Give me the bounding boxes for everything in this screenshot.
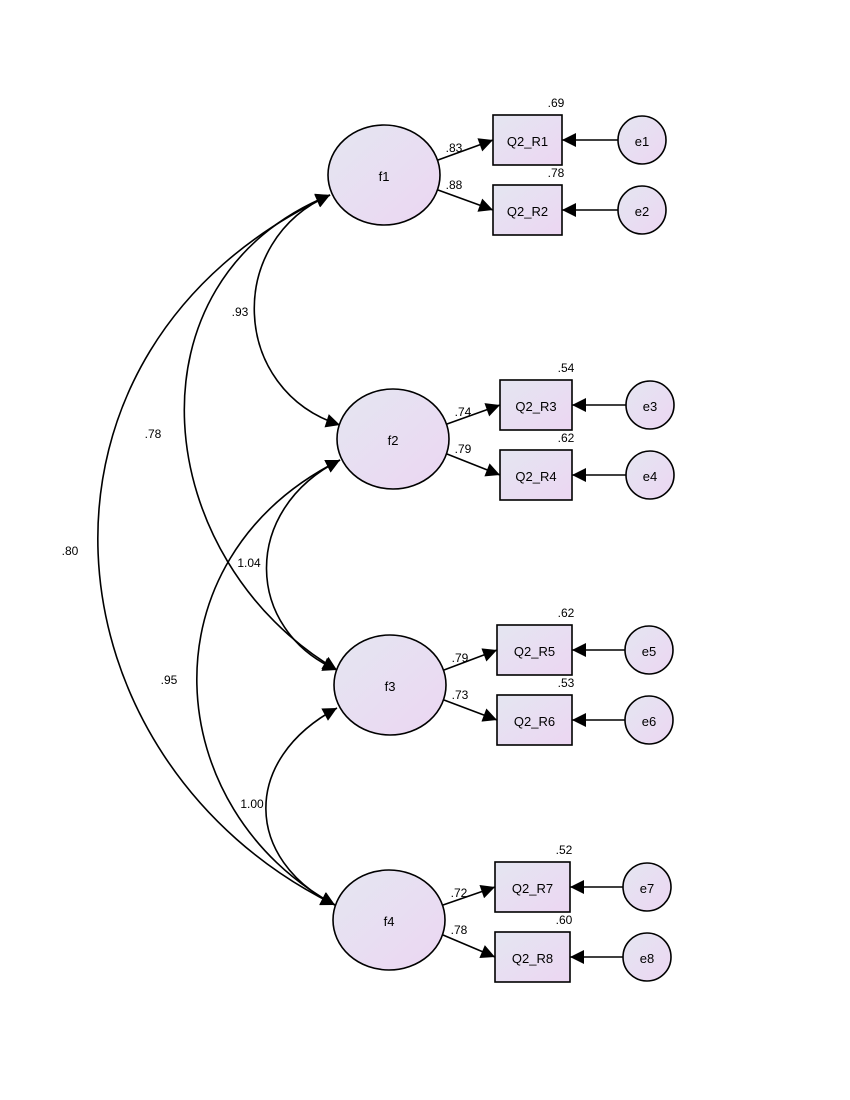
covariance-arrow-f2-f3 <box>265 459 341 671</box>
error-label: e2 <box>635 204 649 219</box>
error-label: e3 <box>643 399 657 414</box>
r-squared-label: .60 <box>556 913 573 927</box>
error-circle <box>624 695 674 745</box>
indicator-box <box>494 931 571 983</box>
indicator-Q2_R4: Q2_R4 <box>499 449 573 501</box>
loading-arrow <box>442 934 496 958</box>
indicator-label: Q2_R3 <box>515 399 556 414</box>
error-e6: e6 <box>624 695 674 745</box>
indicator-label: Q2_R2 <box>507 204 548 219</box>
error-circle <box>622 862 672 912</box>
r-squared-label: .62 <box>558 606 575 620</box>
error-label: e1 <box>635 134 649 149</box>
loading-arrow <box>437 138 494 161</box>
covariance-arrow-f1-f2 <box>253 194 341 428</box>
error-e7: e7 <box>622 862 672 912</box>
loading-label: .73 <box>452 688 469 702</box>
indicator-Q2_R1: Q2_R1 <box>492 114 563 166</box>
factor-f2: f2 <box>336 388 450 490</box>
indicator-box <box>492 114 563 166</box>
covariance-label: .78 <box>145 427 162 441</box>
error-label: e8 <box>640 951 654 966</box>
error-e1: e1 <box>617 115 667 165</box>
loading-arrow <box>437 189 494 212</box>
covariance-label: .80 <box>62 544 79 558</box>
factor-label: f2 <box>388 433 399 448</box>
r-squared-label: .52 <box>556 843 573 857</box>
error-circle <box>622 932 672 982</box>
error-circle <box>625 380 675 430</box>
indicator-Q2_R2: Q2_R2 <box>492 184 563 236</box>
r-squared-label: .78 <box>548 166 565 180</box>
factor-label: f4 <box>384 914 395 929</box>
loading-arrow <box>443 699 498 722</box>
factor-ellipse <box>336 388 450 490</box>
covariance-label: .95 <box>161 673 178 687</box>
indicator-box <box>492 184 563 236</box>
error-label: e7 <box>640 881 654 896</box>
indicator-label: Q2_R1 <box>507 134 548 149</box>
loading-label: .88 <box>446 178 463 192</box>
factor-ellipse <box>327 124 441 226</box>
factor-label: f3 <box>385 679 396 694</box>
error-label: e4 <box>643 469 657 484</box>
factor-ellipse <box>332 869 446 971</box>
r-squared-label: .53 <box>558 676 575 690</box>
covariance-arrow-f2-f4 <box>196 459 341 906</box>
error-label: e6 <box>642 714 656 729</box>
covariance-label: .93 <box>232 305 249 319</box>
loading-arrow <box>446 403 501 425</box>
loading-arrow <box>443 648 498 671</box>
covariance-arrow-f1-f3 <box>183 193 338 671</box>
factor-f3: f3 <box>333 634 447 736</box>
error-circle <box>617 115 667 165</box>
error-circle <box>617 185 667 235</box>
indicator-box <box>499 449 573 501</box>
indicator-Q2_R3: Q2_R3 <box>499 379 573 431</box>
indicator-label: Q2_R4 <box>515 469 556 484</box>
indicator-label: Q2_R5 <box>514 644 555 659</box>
loading-label: .72 <box>451 886 468 900</box>
error-circle <box>624 625 674 675</box>
indicator-Q2_R7: Q2_R7 <box>494 861 571 913</box>
covariance-arrow-f1-f4 <box>97 194 336 906</box>
indicator-label: Q2_R6 <box>514 714 555 729</box>
error-e2: e2 <box>617 185 667 235</box>
covariance-label: 1.04 <box>237 556 261 570</box>
r-squared-label: .69 <box>548 96 565 110</box>
indicator-box <box>494 861 571 913</box>
factor-f1: f1 <box>327 124 441 226</box>
indicator-label: Q2_R8 <box>512 951 553 966</box>
covariance-label: 1.00 <box>240 797 264 811</box>
error-e8: e8 <box>622 932 672 982</box>
indicator-box <box>499 379 573 431</box>
error-e5: e5 <box>624 625 674 675</box>
factor-label: f1 <box>379 169 390 184</box>
error-circle <box>625 450 675 500</box>
loading-label: .78 <box>451 923 468 937</box>
r-squared-label: .54 <box>558 361 575 375</box>
indicator-label: Q2_R7 <box>512 881 553 896</box>
indicator-box <box>496 624 573 676</box>
loading-arrow <box>446 453 501 477</box>
loading-label: .79 <box>452 651 469 665</box>
indicator-box <box>496 694 573 746</box>
r-squared-label: .62 <box>558 431 575 445</box>
loading-arrow <box>442 884 496 906</box>
error-e3: e3 <box>625 380 675 430</box>
covariance-arrow-f3-f4 <box>265 707 338 906</box>
error-e4: e4 <box>625 450 675 500</box>
indicator-Q2_R8: Q2_R8 <box>494 931 571 983</box>
error-label: e5 <box>642 644 656 659</box>
factor-ellipse <box>333 634 447 736</box>
loading-label: .83 <box>446 141 463 155</box>
loading-label: .74 <box>455 405 472 419</box>
loading-label: .79 <box>455 442 472 456</box>
factor-f4: f4 <box>332 869 446 971</box>
indicator-Q2_R5: Q2_R5 <box>496 624 573 676</box>
indicator-Q2_R6: Q2_R6 <box>496 694 573 746</box>
